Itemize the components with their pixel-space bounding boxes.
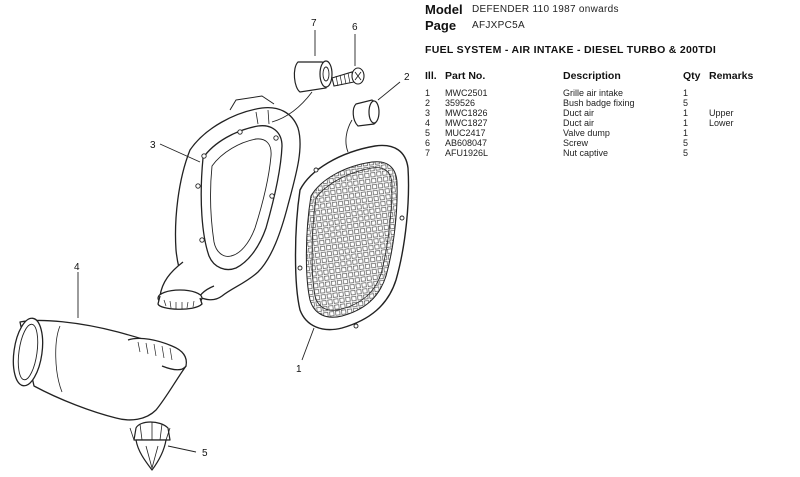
cell-ill: 6 [425, 138, 431, 148]
cell-remarks: Upper [709, 108, 734, 118]
cell-qty: 1 [683, 108, 689, 118]
cell-ill: 5 [425, 128, 431, 138]
cell-ill: 7 [425, 148, 431, 158]
cell-part: AFU1926L [445, 148, 489, 158]
cell-description: Valve dump [563, 128, 610, 138]
table-row: 4 MWC1827 Duct air 1 Lower [425, 118, 759, 128]
cell-description: Screw [563, 138, 589, 148]
cell-qty: 1 [683, 88, 689, 98]
callout-7: 7 [311, 18, 317, 29]
cell-part: MWC2501 [445, 88, 488, 98]
cell-remarks [709, 128, 759, 138]
col-remarks-header: Remarks [709, 70, 754, 82]
table-row: 2 359526 Bush badge fixing 5 [425, 98, 759, 108]
cell-description: Duct air [563, 108, 595, 118]
cell-qty: 1 [683, 128, 689, 138]
model-value: DEFENDER 110 1987 onwards [472, 4, 619, 15]
captive-nut [293, 60, 333, 93]
section-title: FUEL SYSTEM - AIR INTAKE - DIESEL TURBO … [425, 44, 717, 56]
cell-description: Nut captive [563, 148, 609, 158]
cell-remarks [709, 98, 759, 108]
lower-air-duct [12, 317, 188, 421]
table-row: 5 MUC2417 Valve dump 1 [425, 128, 759, 138]
parts-table-header: Ill. Part No. Description Qty Remarks [425, 70, 759, 88]
page-value: AFJXPC5A [472, 20, 525, 31]
cell-qty: 1 [683, 118, 689, 128]
cell-remarks [709, 138, 759, 148]
dump-valve [129, 421, 171, 471]
screw [331, 67, 365, 87]
cell-part: 359526 [445, 98, 476, 108]
upper-air-duct [157, 95, 301, 310]
cell-qty: 5 [683, 98, 689, 108]
bush-badge-fixing [352, 99, 380, 127]
grille-air-intake [294, 144, 410, 331]
cell-ill: 1 [425, 88, 431, 98]
leader-lines [77, 30, 401, 453]
cell-description: Bush badge fixing [563, 98, 635, 108]
exploded-diagram: 1 2 3 4 5 6 7 [12, 18, 410, 471]
cell-remarks: Lower [709, 118, 734, 128]
col-description-header: Description [563, 70, 621, 82]
col-qty-header: Qty [683, 70, 701, 82]
page-label: Page [425, 18, 457, 33]
cell-part: AB608047 [445, 138, 488, 148]
table-row: 6 AB608047 Screw 5 [425, 138, 759, 148]
cell-part: MUC2417 [445, 128, 486, 138]
cell-description: Duct air [563, 118, 595, 128]
parts-table: Ill. Part No. Description Qty Remarks 1 … [425, 70, 759, 158]
cell-remarks [709, 88, 759, 98]
cell-part: MWC1827 [445, 118, 488, 128]
callout-6: 6 [352, 22, 358, 33]
cell-remarks [709, 148, 759, 158]
callout-1: 1 [296, 364, 302, 375]
model-label: Model [425, 2, 463, 17]
table-row: 3 MWC1826 Duct air 1 Upper [425, 108, 759, 118]
callout-2: 2 [404, 72, 410, 83]
callout-3: 3 [150, 140, 156, 151]
table-row: 1 MWC2501 Grille air intake 1 [425, 88, 759, 98]
cell-ill: 2 [425, 98, 431, 108]
callout-5: 5 [202, 448, 208, 459]
cell-qty: 5 [683, 148, 689, 158]
table-row: 7 AFU1926L Nut captive 5 [425, 148, 759, 158]
cell-ill: 3 [425, 108, 431, 118]
cell-qty: 5 [683, 138, 689, 148]
cell-ill: 4 [425, 118, 431, 128]
col-part-header: Part No. [445, 70, 486, 82]
col-ill-header: Ill. [425, 70, 437, 82]
callout-4: 4 [74, 262, 80, 273]
cell-description: Grille air intake [563, 88, 624, 98]
cell-part: MWC1826 [445, 108, 488, 118]
